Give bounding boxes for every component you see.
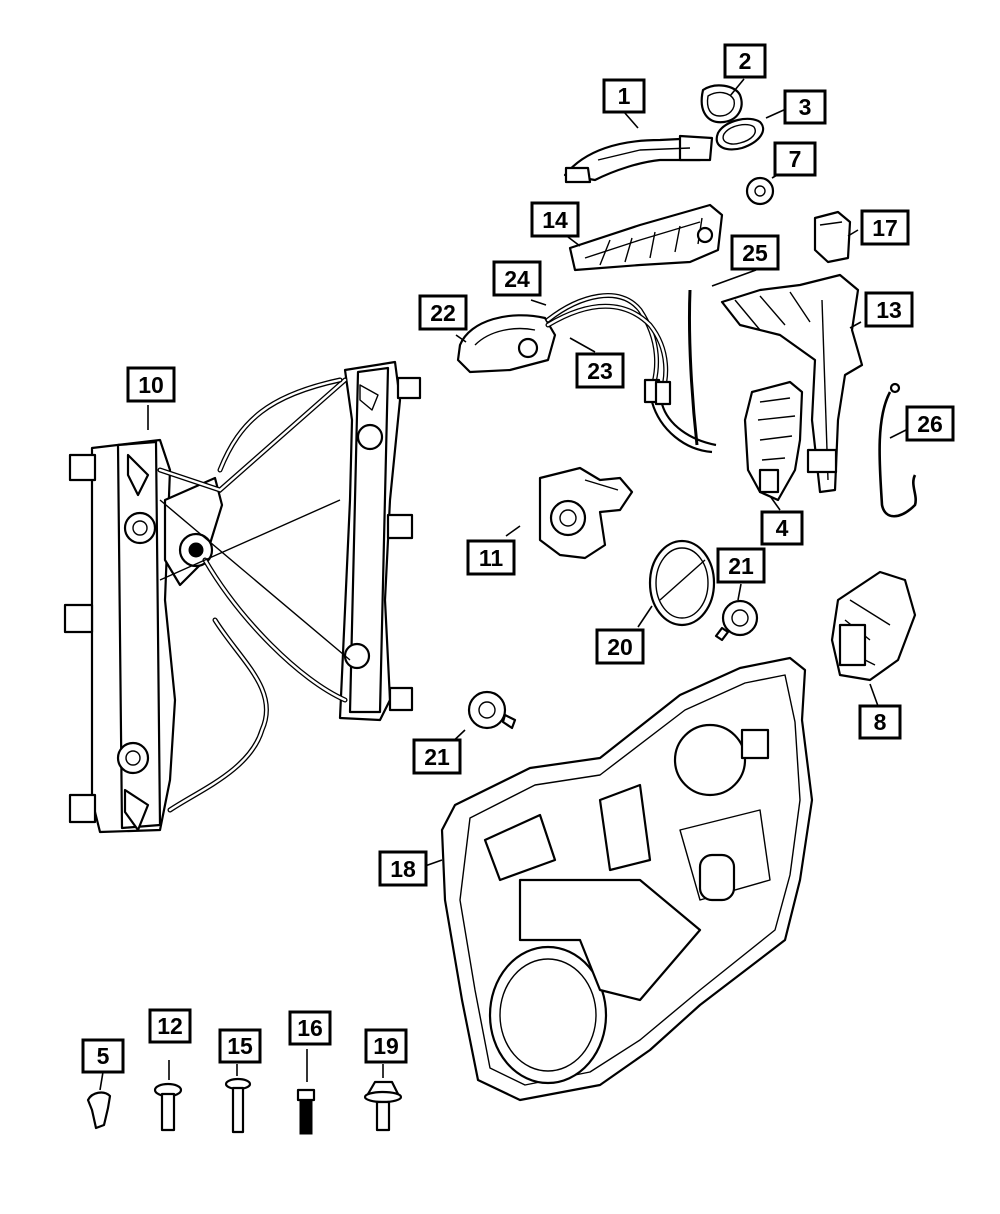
callout-15-label: 15: [227, 1033, 253, 1059]
callout-24: 24: [492, 260, 542, 297]
callout-25-label: 25: [742, 240, 768, 266]
bracket-clip: [813, 210, 852, 264]
flange-bolt: [363, 1080, 403, 1132]
callout-23: 23: [575, 352, 625, 389]
callout-2: 2: [723, 43, 767, 79]
callout-24-label: 24: [504, 266, 530, 292]
callout-1-label: 1: [618, 83, 631, 109]
callout-13: 13: [864, 291, 914, 328]
callout-5: 5: [81, 1038, 125, 1074]
callout-12: 12: [148, 1008, 192, 1044]
window-motor: [538, 466, 634, 560]
callout-1: 1: [602, 78, 646, 114]
actuator-rod: [687, 289, 699, 446]
callout-10-label: 10: [138, 372, 164, 398]
gasket: [715, 117, 765, 151]
callout-7-label: 7: [789, 146, 802, 172]
exterior-door-handle: [563, 134, 714, 184]
callout-4-label: 4: [776, 515, 789, 541]
callout-19: 19: [364, 1028, 408, 1064]
callout-26: 26: [905, 405, 955, 442]
callout-3-label: 3: [799, 94, 812, 120]
callout-3: 3: [783, 89, 827, 125]
callout-11: 11: [466, 539, 516, 576]
bolt-fastener: [153, 1082, 183, 1132]
callout-14-label: 14: [542, 207, 568, 233]
release-cable: [878, 382, 917, 518]
callout-2-label: 2: [739, 48, 752, 74]
callout-8-label: 8: [874, 709, 887, 735]
callout-4: 4: [760, 510, 804, 546]
callout-21-lower: 21: [412, 738, 462, 775]
callout-23-label: 23: [587, 358, 613, 384]
window-regulator: [63, 360, 422, 834]
callout-18: 18: [378, 850, 428, 887]
door-inner-panel: [440, 656, 814, 1102]
callout-7: 7: [773, 141, 817, 177]
door-module: [830, 570, 917, 682]
handle-bracket: [568, 203, 724, 272]
grommet: [745, 176, 775, 206]
callout-14: 14: [530, 201, 580, 238]
screw-fastener: [224, 1077, 252, 1134]
callout-25: 25: [730, 234, 780, 271]
threaded-bolt: [296, 1088, 316, 1135]
callout-20-label: 20: [607, 634, 633, 660]
speaker-tweeter-upper: [714, 599, 759, 642]
callout-19-label: 19: [373, 1033, 399, 1059]
callout-26-label: 26: [917, 411, 943, 437]
callout-20: 20: [595, 628, 645, 665]
callout-10: 10: [126, 366, 176, 403]
callout-11-label: 11: [479, 545, 504, 571]
callout-15: 15: [218, 1028, 262, 1064]
callout-18-label: 18: [390, 856, 416, 882]
push-pin-fastener: [86, 1091, 112, 1130]
door-latch: [743, 380, 804, 502]
callout-21-lower-label: 21: [424, 744, 450, 770]
callout-17-label: 17: [872, 215, 898, 241]
callout-13-label: 13: [876, 297, 902, 323]
callout-21-upper-label: 21: [728, 553, 754, 579]
leader-lines: [99, 78, 907, 1091]
callout-22-label: 22: [430, 300, 456, 326]
speaker-tweeter-lower: [467, 690, 517, 730]
latch-reinforcement: [720, 273, 864, 494]
callout-12-label: 12: [157, 1013, 183, 1039]
callout-21-upper: 21: [716, 547, 766, 584]
speaker-cover: [648, 539, 716, 627]
callout-8: 8: [858, 704, 902, 740]
callout-16: 16: [288, 1010, 332, 1046]
callout-5-label: 5: [97, 1043, 110, 1069]
callout-22: 22: [418, 294, 468, 331]
callout-16-label: 16: [297, 1015, 323, 1041]
callout-17: 17: [860, 209, 910, 246]
inside-handle-cable-assembly: [456, 293, 717, 454]
handle-cap: [700, 84, 743, 124]
